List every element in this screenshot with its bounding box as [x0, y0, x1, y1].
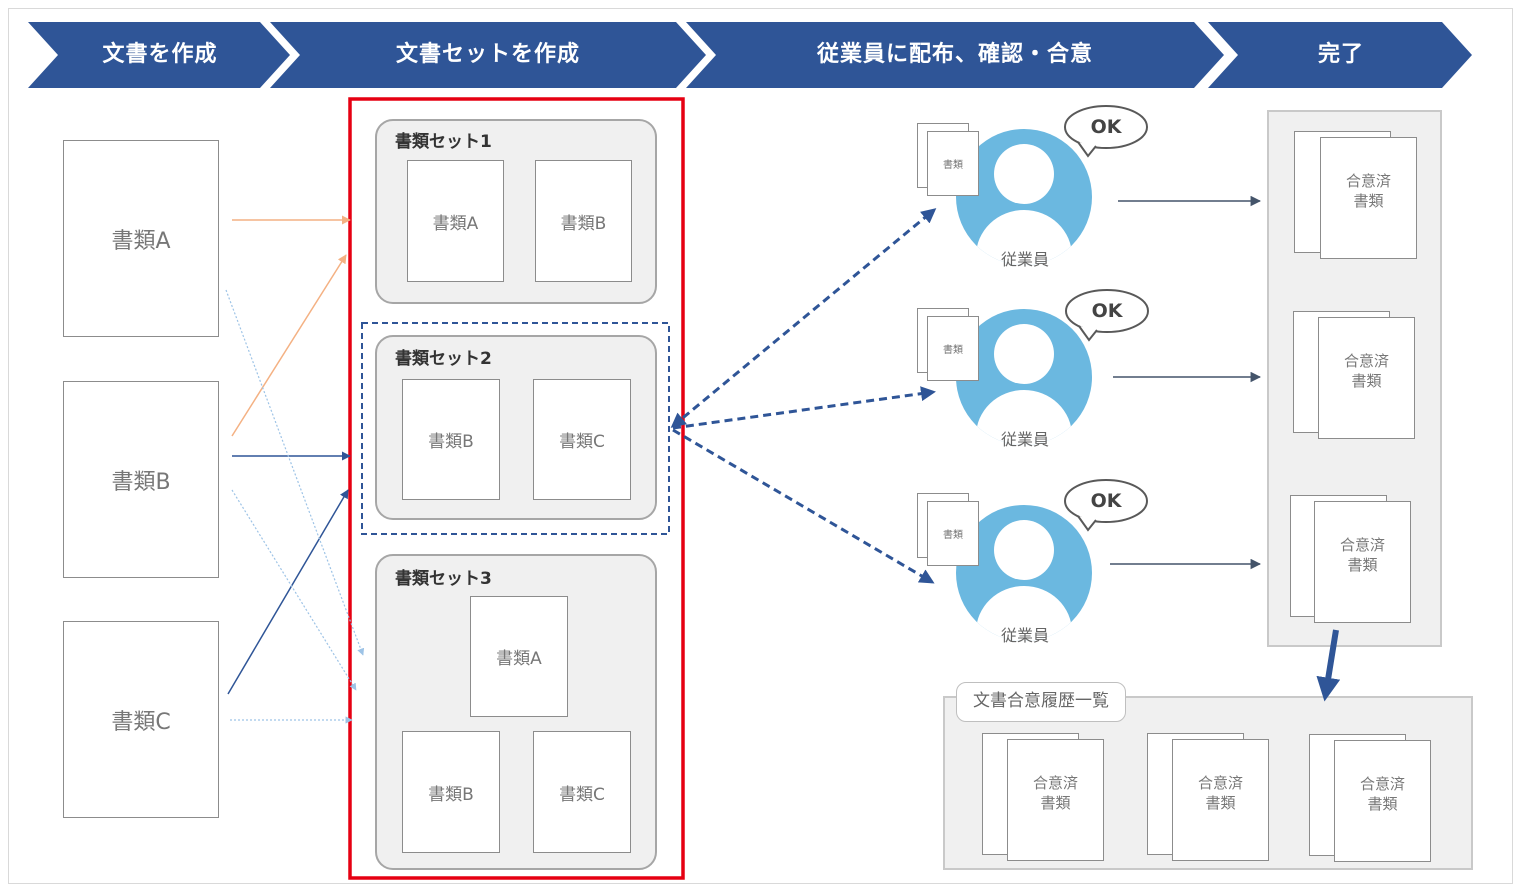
doc-set-3-doc-1: 書類A: [470, 596, 568, 717]
distribute-arrow-1: [670, 208, 937, 428]
chevron-step-1: [28, 22, 290, 88]
employee-doc-3: 書類: [927, 501, 979, 566]
step-label-2: 文書セットを作成: [395, 42, 580, 67]
step-label-4: 完了: [1317, 42, 1364, 67]
history-doc-1: 合意済 書類: [1007, 739, 1104, 861]
speech-bubble-3: [1064, 479, 1148, 532]
employee-label-2: 従業員: [1000, 430, 1049, 449]
highlight-frame: [348, 97, 685, 880]
ok-text-3: OK: [1090, 490, 1122, 512]
completed-doc-3: 合意済 書類: [1314, 501, 1411, 623]
speech-bubble-2: [1065, 289, 1149, 342]
person-icon-3: [956, 505, 1092, 641]
employee-label-1: 従業員: [1000, 250, 1049, 269]
doc-set-2-doc-2: 書類C: [533, 379, 631, 500]
chevron-step-4: [1208, 22, 1472, 88]
doc-set-1-title: 書類セット1: [395, 132, 492, 152]
distribute-arrow-2: [672, 386, 936, 430]
doc-set-1-doc-1: 書類A: [407, 160, 504, 282]
completed-doc-1: 合意済 書類: [1320, 137, 1417, 259]
ok-text-1: OK: [1090, 116, 1122, 138]
ok-text-2: OK: [1091, 300, 1123, 322]
history-title: 文書合意履歴一覧: [956, 682, 1126, 722]
step-label-3: 従業員に配布、確認・合意: [816, 42, 1093, 67]
source-doc-a: 書類A: [63, 140, 219, 337]
chevron-step-2: [270, 22, 706, 88]
history-arrow: [1316, 629, 1341, 702]
diagram-frame: [8, 8, 1513, 884]
person-icon-1: [956, 129, 1092, 265]
doc-set-3-doc-3: 書類C: [533, 731, 631, 853]
step-label-1: 文書を作成: [102, 42, 218, 67]
arrow-a-to-set3: [225, 289, 365, 656]
distribute-arrow-3: [672, 428, 935, 584]
doc-set-3-title: 書類セット3: [395, 569, 492, 589]
doc-set-1-doc-2: 書類B: [535, 160, 632, 282]
arrow-b-to-set3: [231, 489, 357, 691]
selected-set-frame: [361, 322, 670, 535]
chevron-step-3: [686, 22, 1224, 88]
doc-set-3-doc-2: 書類B: [402, 731, 500, 853]
speech-bubble-1: [1064, 105, 1148, 158]
arrow-c-to-set2: [227, 489, 349, 695]
source-doc-b: 書類B: [63, 381, 219, 578]
employee-doc-1: 書類: [927, 131, 979, 196]
history-doc-2: 合意済 書類: [1172, 739, 1269, 861]
employee-label-3: 従業員: [1000, 626, 1049, 645]
doc-set-2-doc-1: 書類B: [402, 379, 500, 500]
history-doc-3: 合意済 書類: [1334, 740, 1431, 862]
completed-doc-2: 合意済 書類: [1318, 317, 1415, 439]
doc-set-2-title: 書類セット2: [395, 349, 492, 369]
source-doc-c: 書類C: [63, 621, 219, 818]
arrow-b-to-set1: [231, 254, 347, 437]
person-icon-2: [956, 309, 1092, 445]
